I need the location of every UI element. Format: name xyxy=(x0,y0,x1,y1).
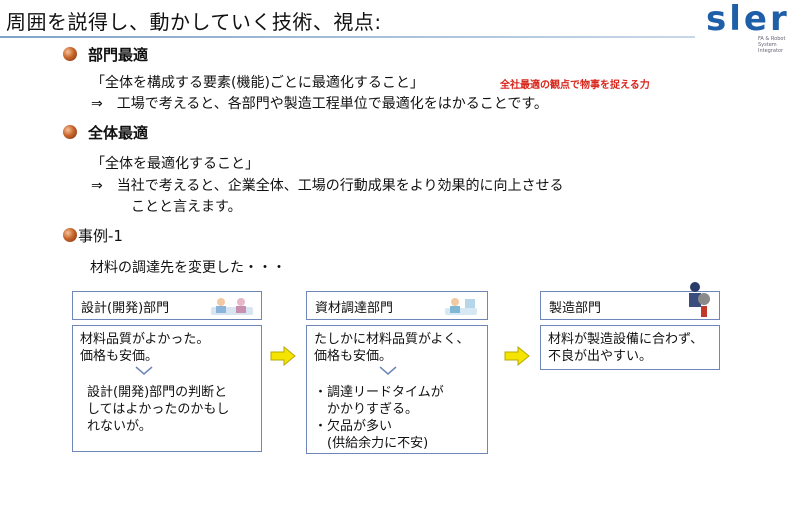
design-dept-header: 設計(開発)部門 xyxy=(72,291,262,320)
quote-partial-optimization: 「全体を構成する要素(機能)ごとに最適化すること」 xyxy=(91,75,424,91)
procurement-line4: かかりすぎる。 xyxy=(314,402,419,417)
heading-case-1: 事例-1 xyxy=(78,227,123,245)
heading-total-optimization: 全体最適 xyxy=(88,124,149,142)
procurement-line2: 価格も安価。 xyxy=(314,349,393,364)
procurement-line1: たしかに材料品質がよく、 xyxy=(314,332,470,347)
title-underline xyxy=(0,36,695,38)
procurement-dept-body: たしかに材料品質がよく、 価格も安価。 ・調達リードタイムが かかりすぎる。 ・… xyxy=(306,325,488,454)
explain-total-line1: ⇒ 当社で考えると、企業全体、工場の行動成果をより効果的に向上させる xyxy=(91,178,564,194)
down-arrow-icon xyxy=(379,366,397,375)
procurement-staff-icon xyxy=(445,298,477,315)
bullet-icon xyxy=(63,125,77,139)
manufacturing-dept-body: 材料が製造設備に合わず、 不良が出やすい。 xyxy=(540,325,720,370)
design-dept-label: 設計(開発)部門 xyxy=(81,301,170,316)
procurement-line5: ・欠品が多い xyxy=(314,419,393,434)
design-dept-body: 材料品質がよかった。 価格も安価。 設計(開発)部門の判断と してはよかったのか… xyxy=(72,325,262,452)
design-line4: してはよかったのかもし xyxy=(87,402,230,417)
slide-title: 周囲を説得し、動かしていく技術、視点: xyxy=(6,10,382,34)
logo-subtitle-line1: FA & Robot System xyxy=(758,36,786,48)
logo-subtitle-line2: Integrator xyxy=(758,48,784,54)
case-intro: 材料の調達先を変更した・・・ xyxy=(90,260,286,276)
heading-partial-optimization: 部門最適 xyxy=(88,46,149,64)
manufacturing-line1: 材料が製造設備に合わず、 xyxy=(548,332,704,347)
design-line1: 材料品質がよかった。 xyxy=(80,332,210,347)
quote-total-optimization: 「全体を最適化すること」 xyxy=(91,156,259,172)
down-arrow-icon xyxy=(135,366,153,375)
flow-arrow-icon xyxy=(270,346,296,366)
company-logo: sler FA & Robot System Integrator xyxy=(706,0,796,54)
manufacturing-line2: 不良が出やすい。 xyxy=(548,349,653,364)
design-line5: れないが。 xyxy=(87,419,152,434)
procurement-dept-label: 資材調達部門 xyxy=(315,301,394,316)
bullet-icon xyxy=(63,228,77,242)
design-line3: 設計(開発)部門の判断と xyxy=(87,385,228,400)
bullet-icon xyxy=(63,47,77,61)
manufacturing-dept-header: 製造部門 xyxy=(540,282,720,320)
explain-partial-optimization: ⇒ 工場で考えると、各部門や製造工程単位で最適化をはかることです。 xyxy=(91,96,548,112)
factory-worker-icon xyxy=(689,282,710,317)
procurement-line6: (供給余力に不安) xyxy=(314,436,429,451)
manufacturing-dept-label: 製造部門 xyxy=(549,301,602,316)
flow-arrow-icon xyxy=(504,346,530,366)
logo-mark: sler xyxy=(706,0,790,39)
red-note: 全社最適の観点で物事を捉える力 xyxy=(500,80,650,91)
procurement-line3: ・調達リードタイムが xyxy=(314,385,444,400)
explain-total-line2: ことと言えます。 xyxy=(131,199,242,215)
office-workers-icon xyxy=(211,298,253,315)
procurement-dept-header: 資材調達部門 xyxy=(306,291,488,320)
design-line2: 価格も安価。 xyxy=(80,349,159,364)
